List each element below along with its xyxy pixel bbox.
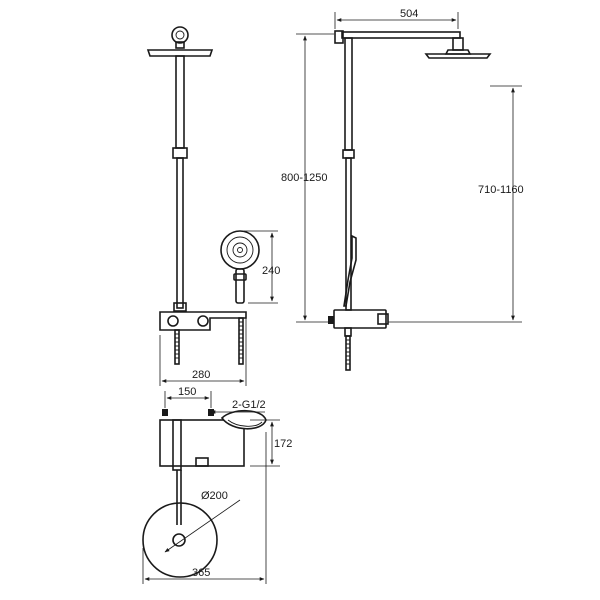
top-inlet-right [208,409,214,416]
dim-inlet-thread: 2-G1/2 [210,399,266,414]
side-head-connector [452,37,464,51]
side-upper-riser [344,37,353,151]
side-riser-collar [342,149,355,159]
side-mixer-body [328,309,389,371]
dim-label-172: 172 [274,438,292,450]
side-overhead-arm [341,31,461,39]
dim-mixer-depth: 172 [250,419,292,467]
dim-label-280: 280 [192,369,210,381]
dim-total-height: 800-1250 [281,33,334,323]
dim-inlet-spacing: 150 [164,386,212,408]
front-lower-riser [176,157,184,309]
dim-overall-depth: 365 [142,432,267,584]
dim-label-800-1250: 800-1250 [281,172,328,184]
dim-label-710-1160: 710-1160 [478,184,524,196]
front-riser-base [173,302,187,312]
dim-label-504: 504 [400,8,418,20]
top-inlet-left [162,409,168,416]
top-view: 150 2-G1/2 172 Ø200 365 [142,386,292,584]
dim-head-height: 710-1160 [388,85,524,323]
front-hand-shower [220,230,260,304]
front-hoses [174,317,244,365]
dim-mixer-width: 280 [159,318,247,386]
dim-overhead-diameter: Ø200 [164,490,241,553]
front-head-swivel [171,26,189,49]
dim-label-240: 240 [262,265,280,277]
front-riser-collar [172,147,188,159]
top-overhead-disc [142,502,218,578]
top-mixer-button [195,457,209,467]
front-upper-riser [175,55,185,149]
side-wall-bracket [334,30,344,44]
dim-arm-length: 504 [334,8,459,29]
dim-hand-shower-height: 240 [244,230,280,304]
side-view: 504 800-1250 710-1160 [281,8,524,371]
front-overhead-plate [146,49,214,57]
dim-label-diameter: Ø200 [201,490,228,502]
side-hand-shower [343,234,357,307]
dim-label-150: 150 [178,386,196,398]
front-view: 240 280 [146,26,280,386]
dim-label-thread: 2-G1/2 [232,399,266,411]
dim-label-365: 365 [192,567,210,579]
front-mixer-body [159,311,247,331]
